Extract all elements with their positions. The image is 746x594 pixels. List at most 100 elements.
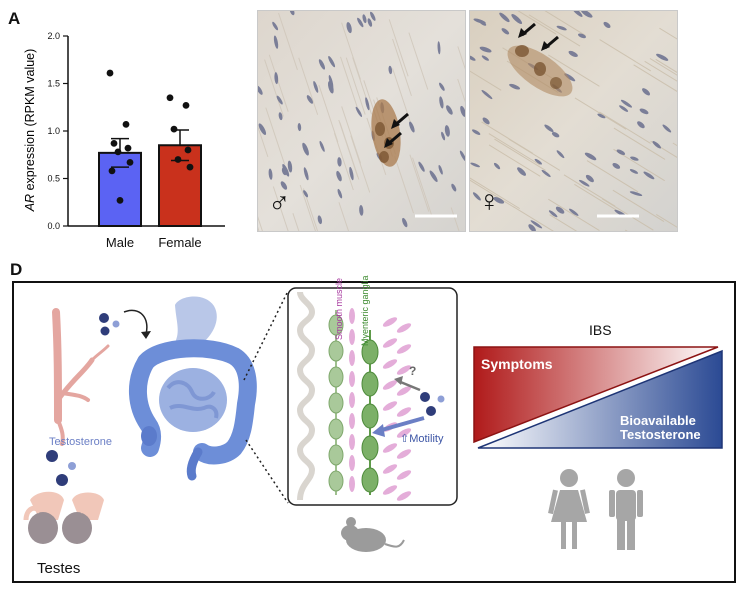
muscle-cell [349, 371, 355, 387]
neuron-cell [328, 314, 344, 336]
neuron-cell [328, 418, 344, 440]
symptoms-label: Symptoms [481, 356, 553, 372]
chart-bars: Male Female [98, 129, 202, 250]
x-tick-label: Male [106, 235, 134, 250]
muscle-cell [396, 470, 412, 480]
mucosa-icon [296, 291, 316, 501]
neuron-cell [361, 339, 379, 365]
arrow-icon [384, 131, 402, 148]
neuron-cell [328, 470, 344, 492]
zoom-line [245, 439, 289, 504]
ganglia-icon [328, 310, 379, 495]
zoom-line [243, 290, 289, 381]
data-point [116, 196, 124, 204]
panel-d-frame [12, 281, 736, 583]
muscle-cell [382, 464, 398, 474]
motility-arrow-icon [377, 416, 425, 433]
micrograph-female-image [470, 11, 677, 231]
myenteric-ganglia-label: Myenteric ganglia [360, 275, 370, 346]
muscle-cell [349, 455, 355, 471]
bar-male [98, 151, 142, 228]
panel-letter-d: D [10, 260, 23, 279]
muscle-cell [396, 344, 412, 354]
testosterone-molecules-icon [46, 313, 120, 486]
female-symbol: ♀ [478, 185, 501, 218]
y-axis-label: AR expression (RPKM value) [23, 49, 37, 213]
molecule-icon [437, 395, 445, 403]
y-tick-label: 0.5 [47, 174, 60, 184]
testosterone-label: Testosterone [49, 436, 112, 448]
muscle-cell [349, 434, 355, 450]
colon-icon [128, 339, 257, 481]
data-point [184, 146, 192, 154]
muscle-cell [382, 359, 398, 369]
arrow-icon [541, 35, 559, 51]
symptoms-triangle [473, 346, 719, 444]
neuron-cell [361, 371, 379, 397]
arrow-icon [391, 112, 409, 129]
muscle-cell [382, 401, 398, 411]
ibs-label: IBS [589, 322, 612, 338]
data-point [124, 144, 132, 152]
neuron-cell [328, 340, 344, 362]
neuron-cell [328, 392, 344, 414]
female-person-icon [548, 469, 590, 549]
stomach-icon [175, 296, 217, 351]
micrograph-male: ♂ [257, 10, 466, 232]
muscle-cell [396, 491, 412, 501]
muscle-cell [349, 350, 355, 366]
muscle-cell [349, 413, 355, 429]
motility-label: ⇧Motility [400, 433, 444, 445]
muscle-cell [396, 407, 412, 417]
y-tick-label: 2.0 [47, 31, 60, 41]
panel-letter-a: A [8, 9, 21, 28]
data-point [182, 101, 190, 109]
neuron-cell [361, 467, 379, 493]
neuron-cell [328, 444, 344, 466]
neuron-cell [361, 403, 379, 429]
neuron-cell [328, 366, 344, 388]
muscle-cell [396, 428, 412, 438]
male-symbol: ♂ [268, 187, 291, 220]
bioavailable-label-line2: Testosterone [620, 427, 701, 442]
muscle-cell [396, 449, 412, 459]
micrograph-male-image [258, 11, 465, 231]
data-point [166, 94, 174, 102]
data-point [170, 125, 178, 133]
y-tick-label: 0.0 [47, 221, 60, 231]
muscle-cell [396, 323, 412, 333]
testes-label: Testes [37, 560, 81, 577]
data-point [106, 69, 114, 77]
data-point [108, 167, 116, 175]
bioavailable-label-line1: Bioavailable [620, 413, 696, 428]
neuron-cell [361, 435, 379, 461]
mouse-icon [341, 517, 405, 552]
y-tick-label: 1.5 [47, 79, 60, 89]
chart-points [106, 69, 194, 204]
arrow-icon [518, 22, 536, 38]
male-person-icon [609, 469, 643, 550]
smooth-muscle-icon [349, 308, 412, 501]
molecule-icon [420, 392, 430, 402]
muscle-cell [382, 317, 398, 327]
muscle-cell [382, 380, 398, 390]
data-point [110, 139, 118, 147]
x-tick-label: Female [158, 235, 201, 250]
data-point [122, 120, 130, 128]
muscle-cell [349, 392, 355, 408]
muscle-cell [396, 386, 412, 396]
molecule-icon [426, 406, 436, 416]
data-point [174, 156, 182, 163]
micrograph-female: ♀ [469, 10, 678, 232]
muscle-cell [349, 476, 355, 492]
ar-expression-chart: 0.0 0.5 1.0 1.5 2.0 Male Female AR expression… [23, 31, 225, 250]
testes-icon [23, 491, 104, 544]
question-mark: ? [409, 364, 417, 378]
smooth-muscle-label: Smooth muscle [334, 277, 344, 340]
muscle-cell [349, 308, 355, 324]
muscle-cell [396, 365, 412, 375]
y-tick-label: 1.0 [47, 126, 60, 136]
data-point [186, 163, 194, 171]
data-point [114, 148, 122, 156]
